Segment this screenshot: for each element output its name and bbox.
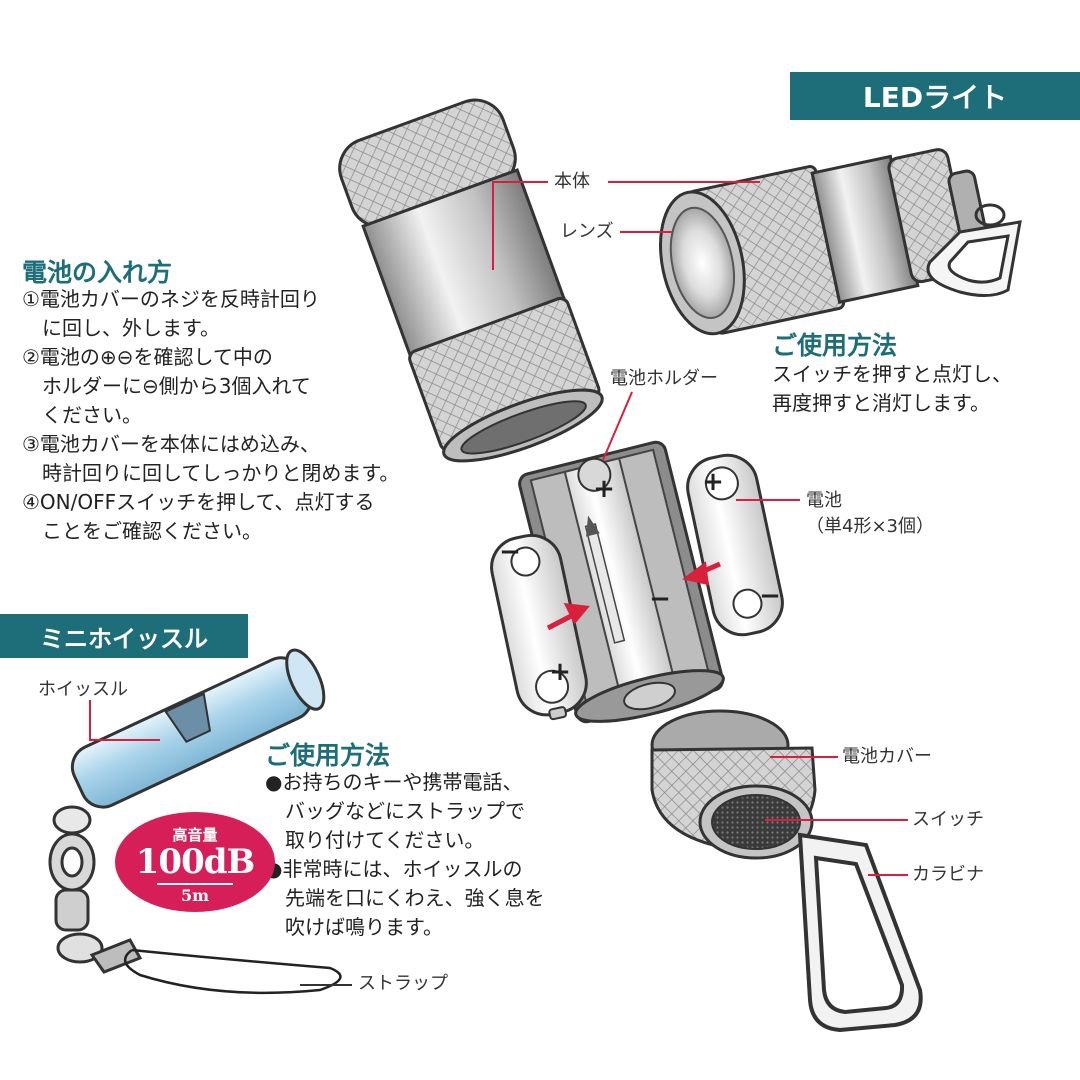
battery-step-line: ④ON/OFFスイッチを押して、点灯する [22, 490, 375, 514]
battery-step-line: ことをご確認ください。 [22, 519, 262, 543]
banner-mini-whistle-text: ミニホイッスル [40, 624, 208, 653]
led-usage-line: 再度押すと消灯します。 [772, 391, 990, 415]
leader-line-body [492, 181, 548, 270]
battery-step-line: ②電池の⊕⊖を確認して中の [22, 345, 273, 369]
minus-mark-right: − [759, 581, 781, 611]
whistle-usage-line: 先端を口にくわえ、強く息を [265, 886, 545, 910]
label-switch: スイッチ [912, 809, 984, 830]
battery-step-line: ください。 [22, 403, 142, 427]
battery-section-steps: ①電池カバーのネジを反時計回り に回し、外します。 ②電池の⊕⊖を確認して中の … [22, 285, 399, 546]
whistle-usage-title: ご使用方法 [265, 741, 391, 770]
badge-value: 100dB [135, 842, 255, 882]
badge-divider [157, 883, 233, 885]
battery-step-line: 時計回りに回してしっかりと閉めます。 [22, 461, 400, 485]
label-battery-cover: 電池カバー [842, 746, 932, 767]
leader-lines [89, 181, 908, 876]
label-carabiner: カラビナ [912, 864, 984, 885]
banner-led-light: LEDライト [790, 72, 1080, 120]
label-lens: レンズ [560, 221, 614, 242]
battery-step-line: ①電池カバーのネジを反時計回り [22, 287, 320, 311]
lens-icon [669, 206, 735, 320]
leader-line-whistle [89, 700, 160, 741]
whistle-icon [70, 648, 326, 809]
battery-left-icon [490, 533, 588, 721]
whistle-usage-line: ●お持ちのキーや携帯電話、 [265, 770, 523, 794]
label-battery: 電池 [806, 490, 842, 511]
led-usage-text: スイッチを押すと点灯し、 再度押すと消灯します。 [772, 360, 1012, 418]
whistle-usage-text: ●お持ちのキーや携帯電話、 バッグなどにストラップで 取り付けてください。 ●非… [265, 768, 545, 942]
volume-badge: 高音量 100dB 5m [115, 812, 275, 912]
whistle-usage-line: ●非常時には、ホイッスルの [265, 857, 523, 881]
insert-arrow-icon [546, 561, 721, 631]
whistle-chain-icon [48, 805, 143, 974]
minus-mark-left: − [499, 537, 521, 567]
label-battery-spec: （単4形×3個） [806, 516, 934, 537]
label-strap: ストラップ [358, 973, 448, 994]
label-body: 本体 [554, 171, 590, 192]
battery-step-line: に回し、外します。 [22, 316, 220, 340]
battery-step-line: ③電池カバーを本体にはめ込み、 [22, 432, 320, 456]
flashlight-assembled [659, 148, 989, 336]
whistle-usage-line: バッグなどにストラップで [265, 799, 525, 823]
minus-mark-holder: − [649, 584, 671, 614]
label-battery-holder: 電池ホルダー [610, 368, 718, 389]
strap-icon [123, 948, 342, 995]
whistle-usage-line: 吹けば鳴ります。 [265, 915, 443, 939]
switch-icon [711, 794, 801, 850]
banner-mini-whistle: ミニホイッスル [0, 614, 248, 658]
whistle-usage-line: 取り付けてください。 [265, 828, 485, 852]
leader-line-holder [602, 391, 633, 461]
battery-cover-icon [650, 709, 817, 860]
carabiner-icon [797, 832, 923, 1033]
label-whistle: ホイッスル [38, 679, 128, 700]
banner-led-light-text: LEDライト [862, 81, 1008, 114]
badge-distance: 5m [180, 886, 210, 905]
battery-step-line: ホルダーに⊖側から3個入れて [22, 374, 311, 398]
plus-mark-left: + [549, 657, 571, 687]
flashlight-body-open [338, 98, 604, 463]
plus-mark-holder: + [593, 474, 615, 504]
badge-top-text: 高音量 [172, 826, 218, 844]
carabiner-small-icon [926, 203, 1022, 297]
led-usage-line: スイッチを押すと点灯し、 [772, 362, 1012, 386]
led-usage-title: ご使用方法 [772, 331, 898, 360]
battery-section-title: 電池の入れ方 [22, 258, 173, 287]
plus-mark-right: + [702, 467, 724, 497]
